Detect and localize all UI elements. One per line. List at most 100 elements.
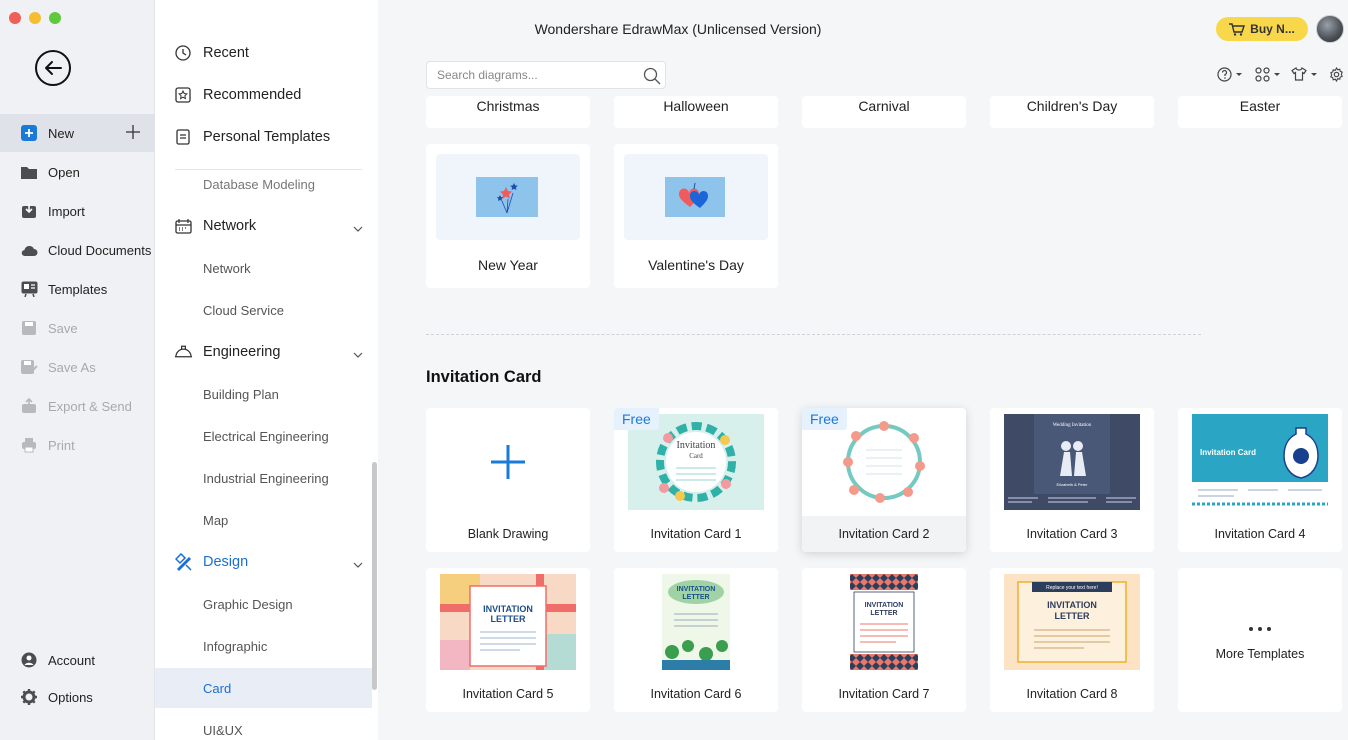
sidebar-item-save-as[interactable]: Save As bbox=[0, 348, 155, 386]
category-sub-network[interactable]: Network bbox=[155, 248, 372, 288]
template-card-invitation-2[interactable]: Free Invitation Card 2 bbox=[802, 408, 966, 552]
template-card-easter[interactable]: Easter bbox=[1178, 96, 1342, 128]
category-sub-label: Industrial Engineering bbox=[203, 470, 329, 486]
theme-menu[interactable] bbox=[1291, 67, 1318, 81]
template-card-halloween[interactable]: Halloween bbox=[614, 96, 778, 128]
hearts-icon bbox=[665, 177, 725, 217]
category-group-label: Design bbox=[203, 554, 249, 570]
export-icon bbox=[20, 397, 38, 415]
thumbnail: Replace your text here! INVITATION LETTE… bbox=[1004, 574, 1140, 670]
import-icon bbox=[20, 202, 38, 220]
sidebar-item-account[interactable]: Account bbox=[0, 641, 155, 679]
thumb-text: Replace your text here! bbox=[1046, 585, 1098, 591]
more-templates-card[interactable]: More Templates bbox=[1178, 568, 1342, 712]
design-icon bbox=[174, 553, 193, 572]
sidebar-item-cloud-documents[interactable]: Cloud Documents bbox=[0, 231, 155, 269]
category-sub-graphic-design[interactable]: Graphic Design bbox=[155, 584, 372, 624]
category-sub-map[interactable]: Map bbox=[155, 500, 372, 540]
category-sub-label: Database Modeling bbox=[203, 176, 316, 192]
template-card-invitation-1[interactable]: Invitation Card Free Invitation Card 1 bbox=[614, 408, 778, 552]
template-card-label: Invitation Card 4 bbox=[1214, 527, 1306, 541]
helmet-icon bbox=[174, 343, 193, 362]
settings-button[interactable] bbox=[1329, 67, 1344, 82]
category-sub-ui-ux[interactable]: UI&UX bbox=[155, 710, 372, 740]
sidebar-item-open[interactable]: Open bbox=[0, 153, 155, 191]
search-icon[interactable] bbox=[643, 67, 661, 85]
thumb-text: LETTER bbox=[1055, 611, 1090, 621]
chevron-down-icon bbox=[353, 220, 363, 236]
category-personal-templates[interactable]: Personal Templates bbox=[155, 116, 378, 158]
category-sub-label: Network bbox=[203, 260, 251, 276]
thumbnail bbox=[624, 154, 768, 240]
blank-drawing-card[interactable]: Blank Drawing bbox=[426, 408, 590, 552]
category-sub-card[interactable]: Card bbox=[155, 668, 372, 708]
template-card-label: Children's Day bbox=[1026, 98, 1118, 114]
maximize-window-button[interactable] bbox=[49, 12, 61, 24]
network-icon bbox=[174, 217, 193, 236]
avatar[interactable] bbox=[1316, 15, 1344, 43]
category-recent[interactable]: Recent bbox=[155, 32, 378, 74]
thumb-text: Card bbox=[689, 452, 703, 460]
wreath-image bbox=[843, 421, 925, 503]
help-menu[interactable] bbox=[1217, 67, 1243, 82]
pattern-letter-image: INVITATION LETTER bbox=[850, 574, 918, 670]
template-card-new-year[interactable]: New Year bbox=[426, 144, 590, 288]
category-scrollbar[interactable] bbox=[372, 462, 377, 690]
template-card-label: Invitation Card 1 bbox=[650, 527, 742, 541]
thumbnail: INVITATION LETTER bbox=[628, 574, 764, 670]
category-group-engineering[interactable]: Engineering bbox=[155, 331, 378, 373]
category-sub-industrial-engineering[interactable]: Industrial Engineering bbox=[155, 458, 372, 498]
sidebar-item-options[interactable]: Options bbox=[0, 678, 155, 716]
sidebar-item-new[interactable]: New bbox=[0, 114, 155, 152]
category-sub-cloud-service[interactable]: Cloud Service bbox=[155, 290, 372, 330]
template-card-carnival[interactable]: Carnival bbox=[802, 96, 966, 128]
sidebar-item-save[interactable]: Save bbox=[0, 309, 155, 347]
sidebar-item-import[interactable]: Import bbox=[0, 192, 155, 230]
sidebar-item-print[interactable]: Print bbox=[0, 426, 155, 464]
sidebar-item-label: Save As bbox=[48, 359, 96, 375]
sidebar-item-templates[interactable]: Templates bbox=[0, 270, 155, 308]
close-window-button[interactable] bbox=[9, 12, 21, 24]
buy-now-button[interactable]: Buy N... bbox=[1216, 17, 1308, 41]
category-sub-building-plan[interactable]: Building Plan bbox=[155, 374, 372, 414]
back-button[interactable] bbox=[35, 50, 71, 86]
template-card-invitation-8[interactable]: Replace your text here! INVITATION LETTE… bbox=[990, 568, 1154, 712]
template-card-label: Invitation Card 7 bbox=[838, 687, 930, 701]
category-sub-electrical-engineering[interactable]: Electrical Engineering bbox=[155, 416, 372, 456]
sidebar-item-export-send[interactable]: Export & Send bbox=[0, 387, 155, 425]
category-recommended[interactable]: Recommended bbox=[155, 74, 378, 116]
template-card-invitation-7[interactable]: INVITATION LETTER Invitation Card 7 bbox=[802, 568, 966, 712]
settings-icon bbox=[1330, 67, 1343, 82]
search-input[interactable] bbox=[426, 61, 666, 89]
thumbnail: Invitation Card bbox=[1192, 414, 1328, 510]
template-card-valentines-day[interactable]: Valentine's Day bbox=[614, 144, 778, 288]
template-card-christmas[interactable]: Christmas bbox=[426, 96, 590, 128]
save-as-icon bbox=[20, 358, 38, 376]
template-card-invitation-4[interactable]: Invitation Card Invitation Card 4 bbox=[1178, 408, 1342, 552]
category-sub-infographic[interactable]: Infographic bbox=[155, 626, 372, 666]
category-label: Personal Templates bbox=[203, 129, 331, 145]
category-group-design[interactable]: Design bbox=[155, 541, 378, 583]
template-card-invitation-6[interactable]: INVITATION LETTER Invitation Card 6 bbox=[614, 568, 778, 712]
template-card-childrens-day[interactable]: Children's Day bbox=[990, 96, 1154, 128]
plus-icon[interactable] bbox=[125, 124, 141, 143]
template-card-invitation-3[interactable]: Wedding Invitation Elizabeth & Peter Inv… bbox=[990, 408, 1154, 552]
category-sub-label: Map bbox=[203, 512, 229, 528]
plus-icon bbox=[491, 445, 525, 479]
vase-image: Invitation Card bbox=[1192, 427, 1328, 510]
thumb-text: LETTER bbox=[870, 610, 897, 617]
cart-icon bbox=[1229, 22, 1246, 36]
thumb-text: Invitation bbox=[677, 440, 716, 451]
chevron-down-icon bbox=[353, 556, 363, 572]
thumb-text: LETTER bbox=[491, 614, 526, 624]
template-card-label: Valentine's Day bbox=[648, 257, 744, 273]
category-sub-label: Graphic Design bbox=[203, 596, 293, 612]
print-icon bbox=[20, 436, 38, 454]
minimize-window-button[interactable] bbox=[29, 12, 41, 24]
apps-menu[interactable] bbox=[1255, 67, 1281, 82]
category-group-network[interactable]: Network bbox=[155, 205, 378, 247]
template-card-invitation-5[interactable]: INVITATION LETTER Invitation Card 5 bbox=[426, 568, 590, 712]
thumbnail: Invitation Card bbox=[628, 414, 764, 510]
category-sub-database-modeling[interactable]: Database Modeling bbox=[155, 166, 372, 202]
template-card-label: More Templates bbox=[1215, 647, 1305, 661]
